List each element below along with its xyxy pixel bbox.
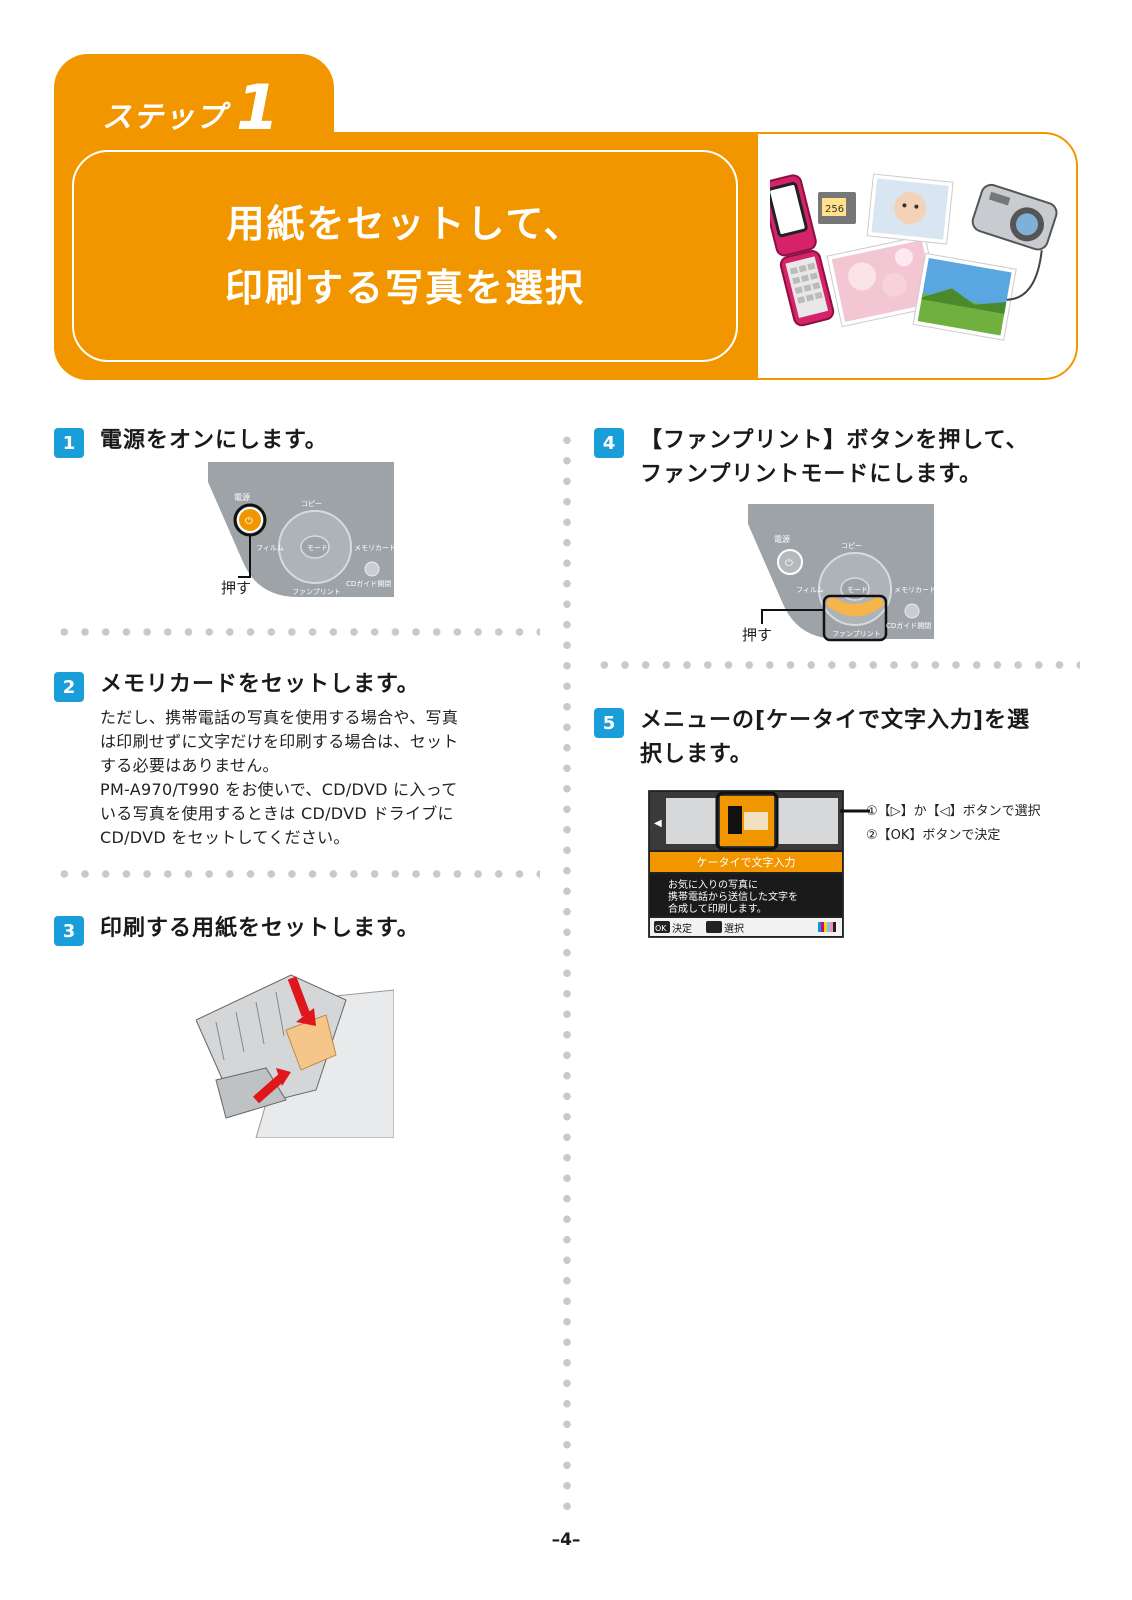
power-icon: ⏻ <box>785 558 793 569</box>
step-title-line: 【ファンプリント】ボタンを押して、 <box>640 428 1029 453</box>
callout-press: 押す <box>742 626 772 644</box>
label-film: フィルム <box>256 544 284 552</box>
step-number-badge: 1 <box>54 428 84 458</box>
selection-highlight <box>715 791 779 851</box>
label-mode: モード <box>307 544 328 552</box>
label-power: 電源 <box>774 535 790 544</box>
column-divider <box>563 430 571 1520</box>
label-cd-guide: CDガイド開閉 <box>886 621 931 630</box>
menu-tile-right[interactable] <box>776 798 838 844</box>
step-divider <box>54 869 540 879</box>
funprint-button[interactable] <box>825 596 885 617</box>
arrow-keys-icon <box>706 921 722 933</box>
label-funprint: ファンプリント <box>832 630 881 638</box>
body-line: する必要はありません。 <box>100 756 279 775</box>
select-label: 選択 <box>724 922 744 935</box>
callout-line <box>840 809 870 813</box>
label-memory-card: メモリカード <box>894 586 934 594</box>
label-power: 電源 <box>234 493 250 502</box>
control-panel-power-figure: 電源 ⏻ モード コピー フィルム メモリカード ファンプリント CDガイド開閉… <box>208 462 394 597</box>
power-button[interactable] <box>777 549 803 575</box>
callout-press: 押す <box>221 579 251 597</box>
body-line: PM-A970/T990 をお使いで、CD/DVD に入って <box>100 780 458 799</box>
body-line: は印刷せずに文字だけを印刷する場合は、セット <box>100 732 459 751</box>
left-arrow-icon: ◀ <box>654 818 662 829</box>
desc-line: お気に入りの写真に <box>668 878 758 891</box>
note-select: ①【▷】か【◁】ボタンで選択 <box>866 804 1041 819</box>
step-title-line: メニューの[ケータイで文字入力]を選 <box>640 708 1031 733</box>
memory-card-icon: 256 <box>818 192 856 224</box>
label-funprint: ファンプリント <box>292 588 341 596</box>
mode-button[interactable] <box>300 535 330 559</box>
menu-label: ケータイで文字入力 <box>697 855 796 869</box>
label-copy: コピー <box>301 500 322 508</box>
step-title: メモリカードをセットします。 <box>100 672 420 697</box>
ok-badge: OK <box>655 924 667 933</box>
step-title: 電源をオンにします。 <box>100 428 328 453</box>
desc-line: 合成して印刷します。 <box>668 902 767 915</box>
step-5: 5 メニューの[ケータイで文字入力]を選 択します。 <box>594 704 1080 772</box>
highlight-box <box>822 594 888 642</box>
step-4: 4 【ファンプリント】ボタンを押して、 ファンプリントモードにします。 <box>594 424 1080 492</box>
step-title: 印刷する用紙をセットします。 <box>100 916 420 941</box>
header-title-frame: 用紙をセットして、 印刷する写真を選択 <box>72 150 738 362</box>
header-illustration: 256 <box>770 173 1058 341</box>
power-icon: ⏻ <box>245 516 253 527</box>
power-button[interactable] <box>237 507 263 533</box>
menu-tile-left[interactable] <box>666 798 718 844</box>
step-title-line: ファンプリントモードにします。 <box>640 462 983 487</box>
step-title-line: 択します。 <box>640 742 753 767</box>
label-cd-guide: CDガイド開閉 <box>346 579 391 588</box>
step-label-text: ステップ <box>102 100 226 135</box>
note-confirm: ②【OK】ボタンで決定 <box>866 828 1001 843</box>
cd-guide-button[interactable] <box>904 603 920 619</box>
screen-notes: ①【▷】か【◁】ボタンで選択 ②【OK】ボタンで決定 <box>866 800 1041 848</box>
highlight-ring <box>233 503 267 537</box>
step-divider <box>54 627 540 637</box>
label-memory-card: メモリカード <box>354 544 394 552</box>
paper-loading-figure <box>196 960 394 1138</box>
step-body: ただし、携帯電話の写真を使用する場合や、写真 は印刷せずに文字だけを印刷する場合… <box>100 706 459 850</box>
label-mode: モード <box>847 586 868 594</box>
step-2: 2 メモリカードをセットします。 ただし、携帯電話の写真を使用する場合や、写真 … <box>54 668 540 850</box>
photo-baby <box>866 173 954 245</box>
step-number-badge: 2 <box>54 672 84 702</box>
label-copy: コピー <box>841 542 862 550</box>
ink-level-icon <box>818 922 836 932</box>
lcd-screen-figure: ◀ ケータイで文字入力 お気に入りの写真に 携帯電話から送信した文字を 合成して… <box>648 790 844 938</box>
step-number-badge: 4 <box>594 428 624 458</box>
digital-camera-icon <box>971 183 1058 301</box>
ok-label: 決定 <box>672 922 692 935</box>
photo-landscape <box>912 252 1017 341</box>
step-number-badge: 3 <box>54 916 84 946</box>
step-3: 3 印刷する用紙をセットします。 <box>54 912 540 946</box>
page-title-line1: 用紙をセットして、 <box>226 202 584 246</box>
photo-flowers <box>826 234 941 328</box>
step-number-badge: 5 <box>594 708 624 738</box>
body-line: CD/DVD をセットしてください。 <box>100 828 350 847</box>
page-number: –4– <box>551 1530 581 1550</box>
desc-line: 携帯電話から送信した文字を <box>668 890 798 903</box>
step-1: 1 電源をオンにします。 <box>54 424 540 458</box>
page-title-line2: 印刷する写真を選択 <box>224 266 585 310</box>
step-title: 【ファンプリント】ボタンを押して、 ファンプリントモードにします。 <box>640 424 1029 492</box>
label-film: フィルム <box>796 586 824 594</box>
card-capacity: 256 <box>825 204 844 215</box>
body-line: いる写真を使用するときは CD/DVD ドライブに <box>100 804 454 823</box>
control-panel-funprint-figure: 電源 ⏻ モード コピー フィルム メモリカード ファンプリント CDガイド開閉… <box>742 504 934 644</box>
step-number: 1 <box>236 71 281 144</box>
step-divider <box>594 660 1080 670</box>
mode-button[interactable] <box>840 577 870 601</box>
cd-guide-button[interactable] <box>364 561 380 577</box>
step-title: メニューの[ケータイで文字入力]を選 択します。 <box>640 704 1030 772</box>
step-label: ステップ 1 <box>102 71 281 144</box>
header-title-panel <box>54 132 758 380</box>
body-line: ただし、携帯電話の写真を使用する場合や、写真 <box>100 708 459 727</box>
mobile-phone-icon <box>770 174 835 327</box>
